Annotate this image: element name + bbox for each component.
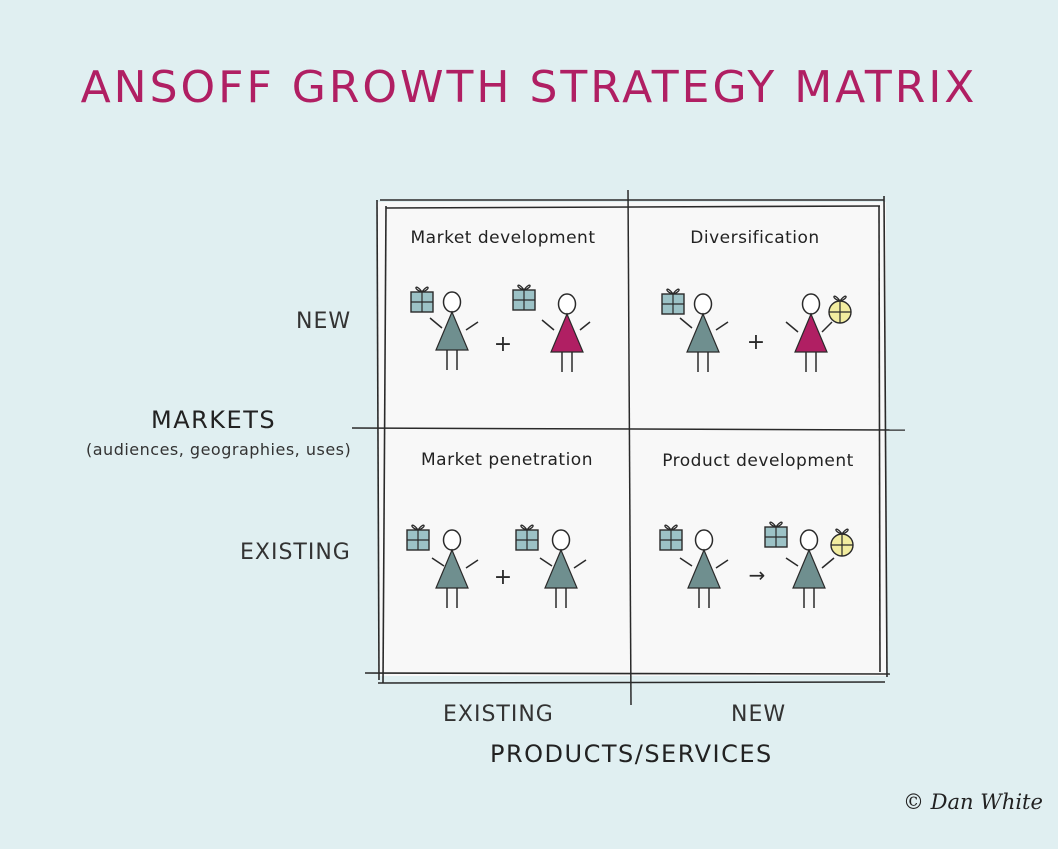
figure-diversification — [661, 288, 852, 373]
markets-axis-title: MARKETS — [151, 406, 277, 434]
products-level-new: NEW — [731, 702, 787, 727]
matrix-area — [378, 202, 886, 676]
page-title: ANSOFF GROWTH STRATEGY MATRIX — [80, 62, 978, 113]
quadrant-title-diversification: Diversification — [690, 228, 820, 248]
figure-market-penetration — [406, 524, 587, 609]
figure-market-development — [410, 284, 591, 373]
figure-product-development — [659, 521, 854, 609]
quadrant-title-market-penetration: Market penetration — [421, 450, 593, 470]
credit: © Dan White — [903, 790, 1043, 814]
arrow-right-icon: → — [749, 563, 766, 587]
markets-level-existing: EXISTING — [240, 540, 351, 565]
plus-icon: + — [494, 565, 512, 590]
markets-axis-subtitle: (audiences, geographies, uses) — [86, 440, 352, 459]
matrix-dividers — [351, 189, 906, 706]
products-axis-title: PRODUCTS/SERVICES — [490, 740, 773, 768]
plus-icon: + — [494, 332, 512, 357]
products-level-existing: EXISTING — [443, 702, 554, 727]
plus-icon: + — [747, 330, 765, 355]
markets-level-new: NEW — [296, 309, 352, 334]
quadrant-title-product-development: Product development — [662, 451, 854, 471]
quadrant-title-market-development: Market development — [410, 228, 596, 248]
